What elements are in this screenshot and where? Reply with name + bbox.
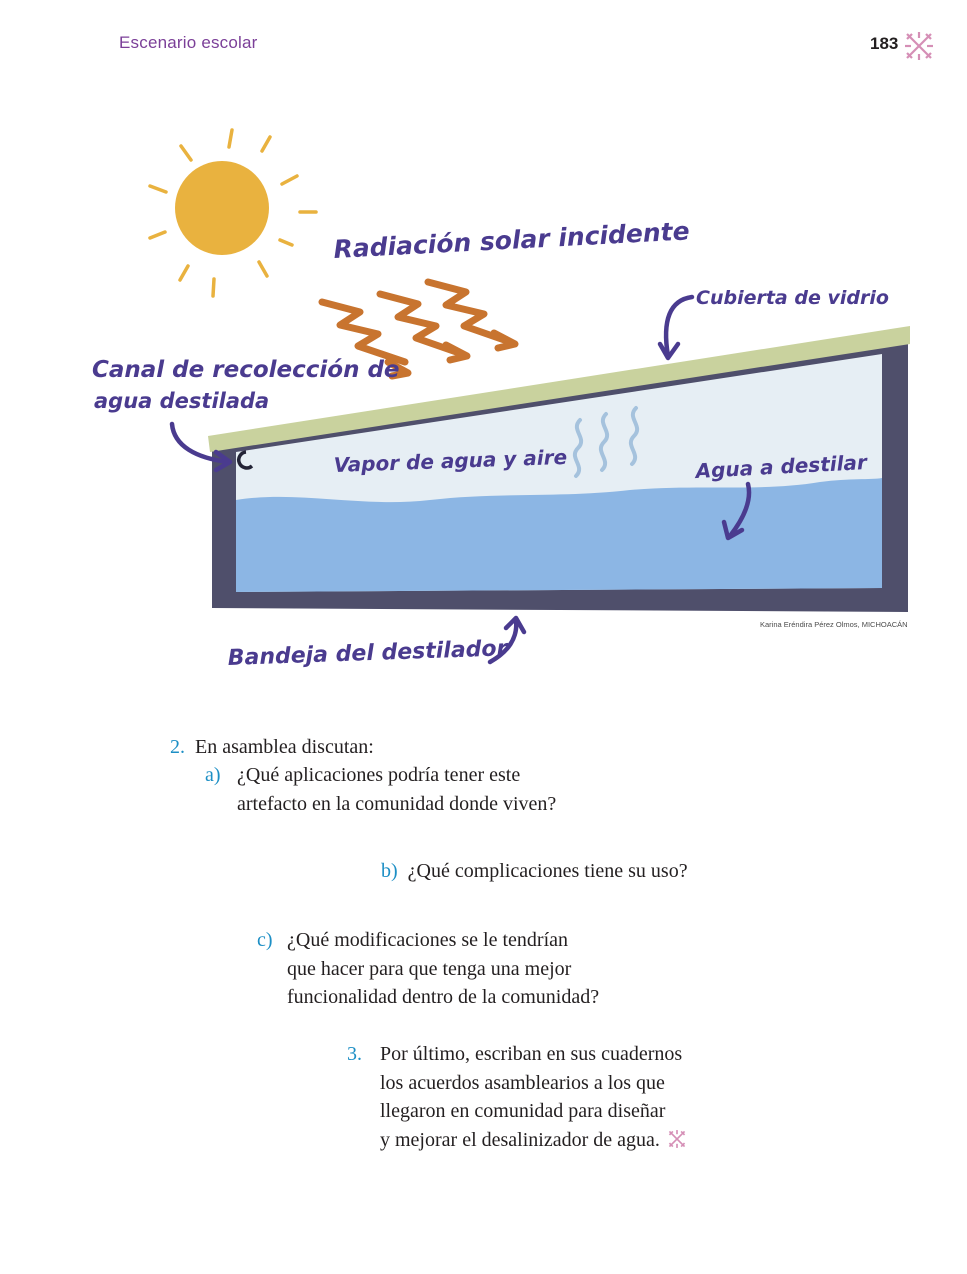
- solar-still-illustration: Radiación solar incidente Cubierta de vi…: [92, 128, 910, 671]
- question-2c: c) ¿Qué modificaciones se le tendrían qu…: [257, 926, 599, 1008]
- question-2: 2. En asamblea discutan:: [170, 733, 374, 762]
- question-letter: c): [257, 929, 273, 951]
- ornament-icon: [905, 32, 933, 60]
- question-letter: a): [205, 764, 221, 786]
- question-line: los acuerdos asamblearios a los que: [380, 1071, 665, 1094]
- question-line: ¿Qué modificaciones se le tendrían: [287, 929, 568, 951]
- distiller-tray: [208, 326, 910, 612]
- question-2b: b) ¿Qué complicaciones tiene su uso?: [381, 857, 688, 886]
- question-text: ¿Qué complicaciones tiene su uso?: [407, 860, 688, 882]
- question-2a: a) ¿Qué aplicaciones podría tener este a…: [205, 761, 556, 815]
- question-line: Por último, escriban en sus cuadernos: [380, 1043, 683, 1065]
- illustration-credit: Karina Eréndira Pérez Olmos, MICHOACÁN: [760, 620, 908, 629]
- question-line: que hacer para que tenga una mejor: [287, 957, 572, 980]
- question-number: 2.: [170, 736, 185, 758]
- end-ornament-icon: [668, 1129, 686, 1148]
- radiation-arrows: [318, 278, 519, 380]
- label-glass-cover: Cubierta de vidrio: [696, 287, 889, 309]
- question-number: 3.: [347, 1043, 362, 1065]
- label-tray: Bandeja del destilador: [227, 636, 509, 671]
- question-letter: b): [381, 860, 398, 882]
- question-line: funcionalidad dentro de la comunidad?: [287, 986, 600, 1008]
- label-channel-line2: agua destilada: [94, 389, 269, 413]
- question-line: y mejorar el desalinizador de agua.: [380, 1128, 660, 1151]
- label-channel-line1: Canal de recolección de: [92, 357, 400, 383]
- question-line: artefacto en la comunidad donde viven?: [237, 792, 557, 815]
- question-line-last: y mejorar el desalinizador de agua.: [380, 1126, 800, 1155]
- page-number: 183: [870, 34, 899, 53]
- label-arrows: [169, 294, 752, 665]
- question-line: llegaron en comunidad para diseñar: [380, 1100, 666, 1122]
- section-title: Escenario escolar: [119, 33, 258, 52]
- question-line: ¿Qué aplicaciones podría tener este: [237, 764, 521, 786]
- sun-icon: [148, 128, 318, 298]
- label-radiation: Radiación solar incidente: [333, 216, 690, 264]
- question-3: 3. Por último, escriban en sus cuadernos…: [347, 1040, 686, 1151]
- question-text: En asamblea discutan:: [195, 736, 374, 758]
